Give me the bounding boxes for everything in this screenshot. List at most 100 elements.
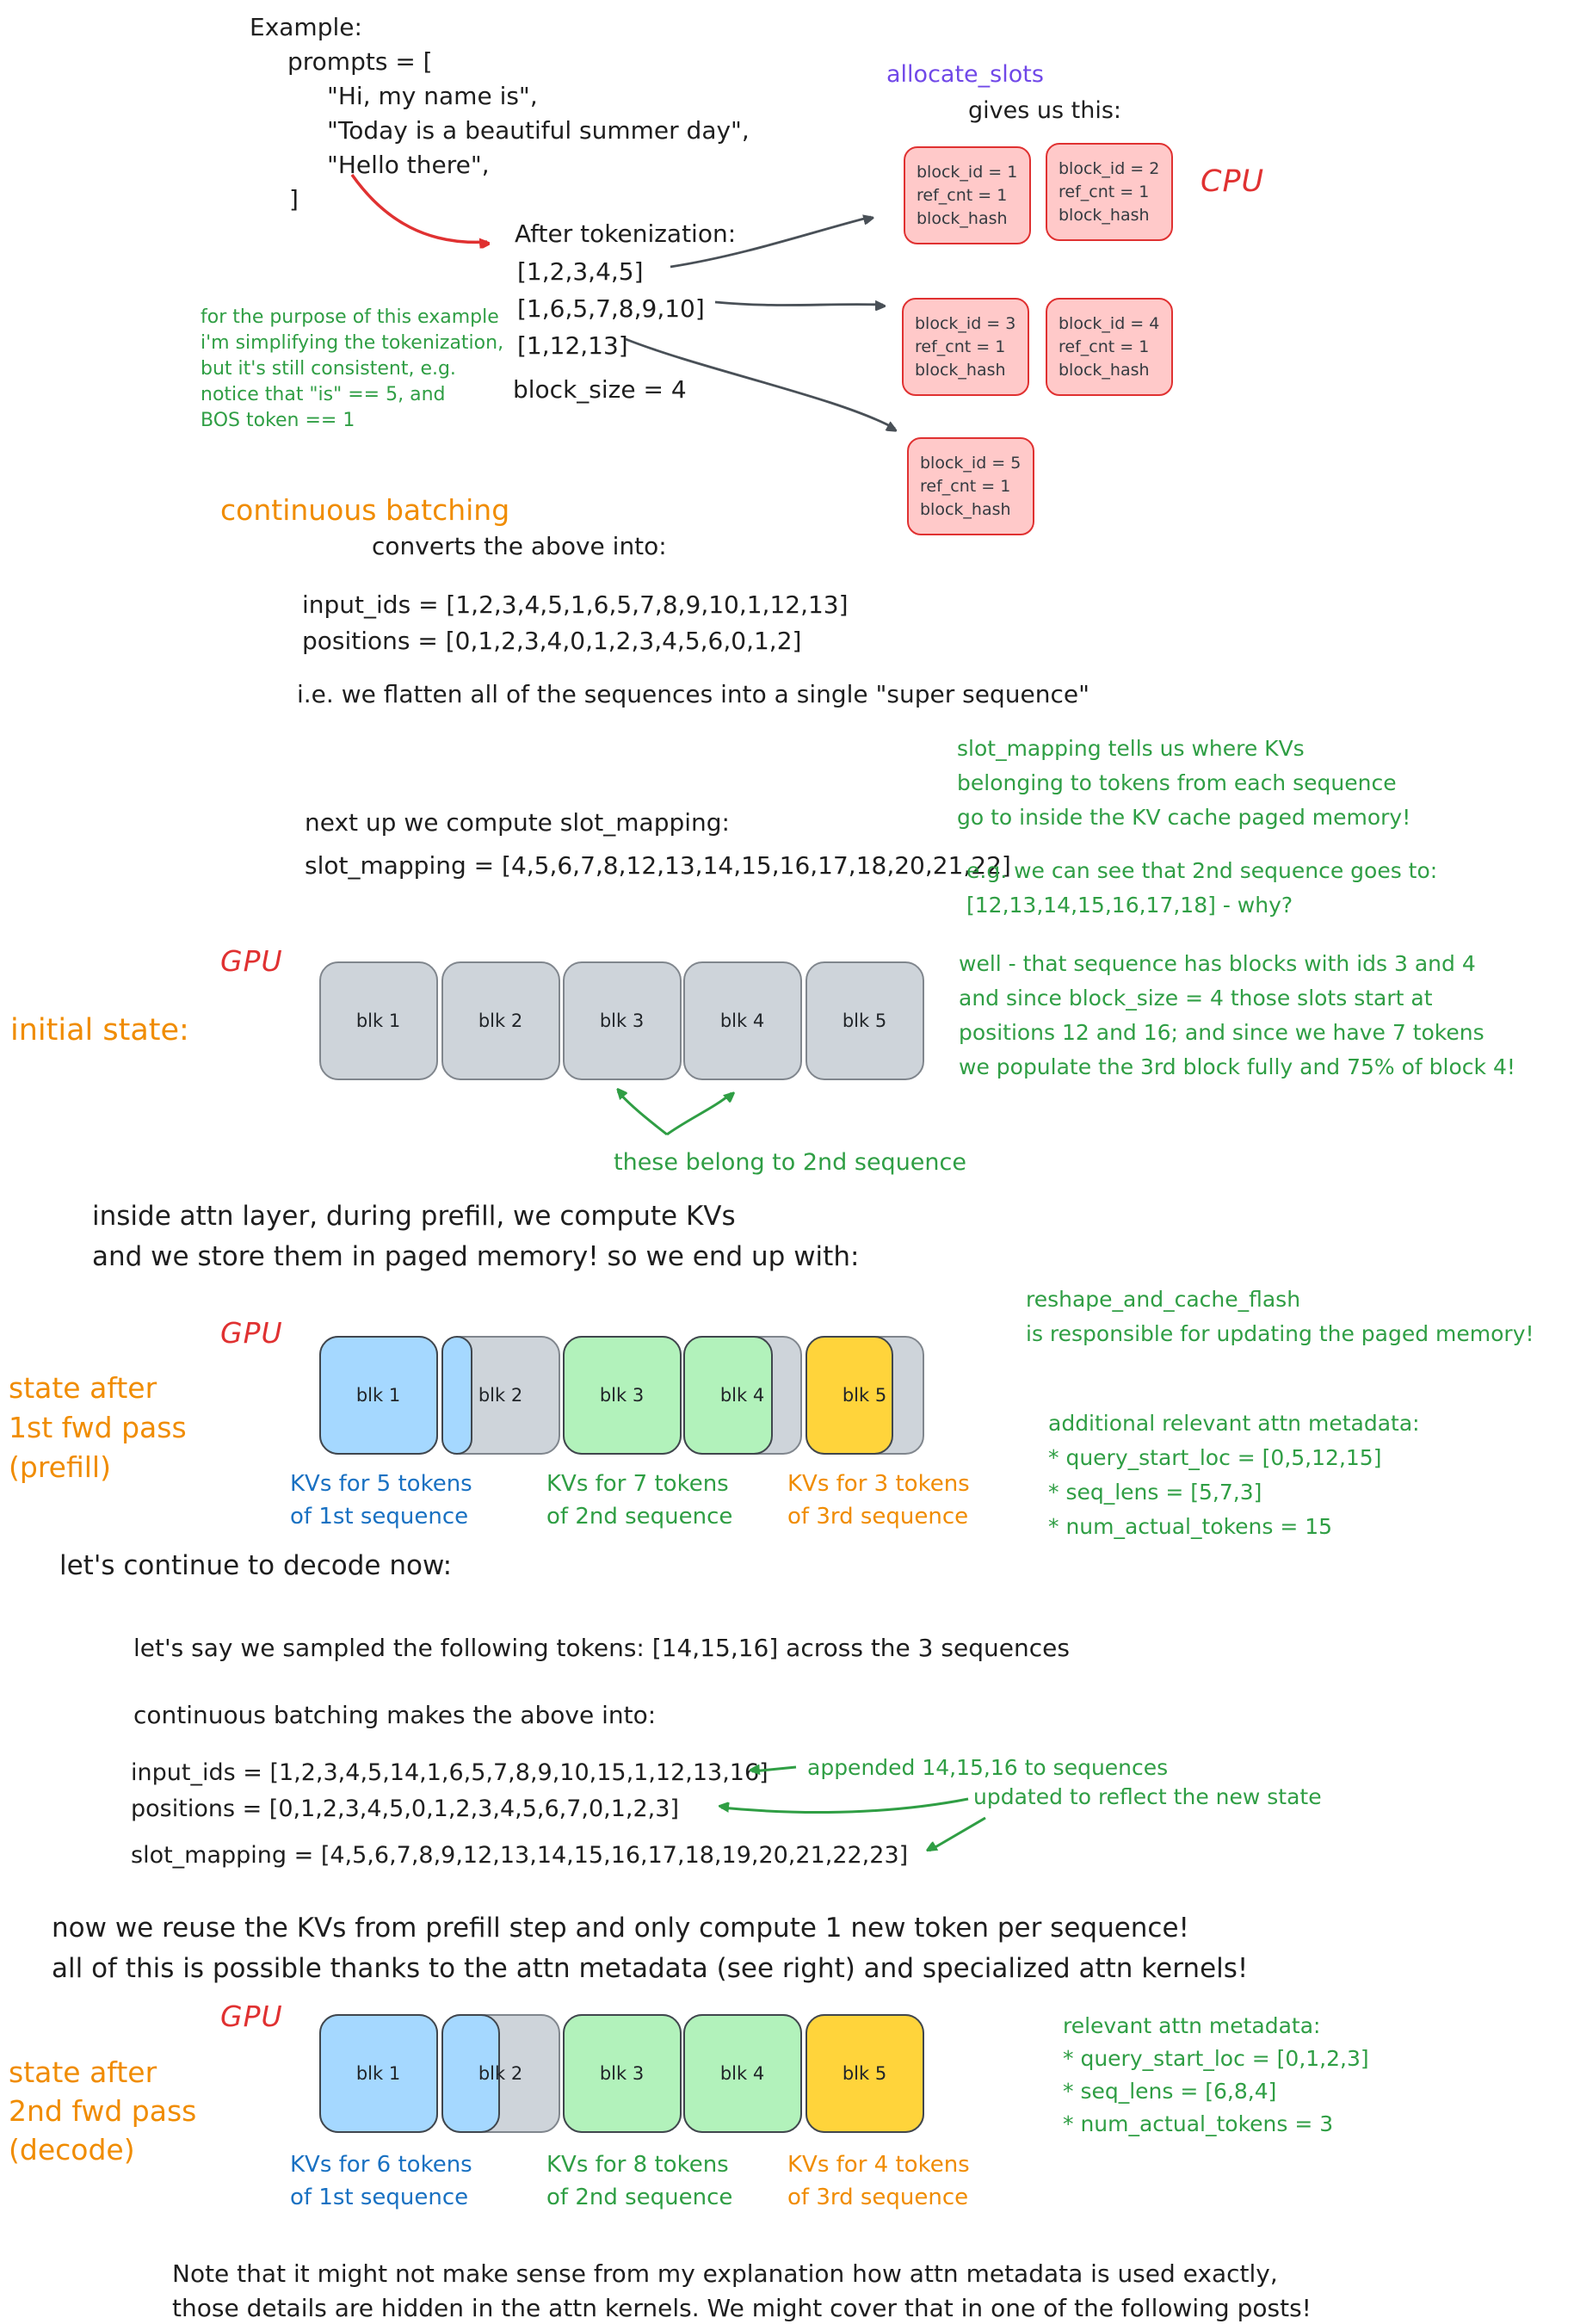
block-ref-cnt: ref_cnt = 1 (920, 476, 1011, 496)
why-note: well - that sequence has blocks with ids… (959, 947, 1515, 1085)
metadata-line: * seq_lens = [5,7,3] (1048, 1480, 1262, 1505)
block-ref-cnt: ref_cnt = 1 (1059, 182, 1150, 201)
arrow-seq2-to-cpu-blocks (714, 302, 883, 306)
kv-fill-seq2 (562, 1335, 682, 1455)
slot-mapping-intro: next up we compute slot_mapping: (305, 808, 730, 837)
cpu-block-4: block_id = 4 ref_cnt = 1 block_hash (1046, 298, 1173, 396)
decode-caption-seq1: KVs for 6 tokens of 1st sequence (290, 2148, 472, 2214)
note-line: positions 12 and 16; and since we have 7… (959, 1020, 1484, 1045)
metadata-line: * num_actual_tokens = 3 (1063, 2111, 1334, 2136)
decode-caption-seq2: KVs for 8 tokens of 2nd sequence (546, 2148, 732, 2214)
tokenization-side-note: for the purpose of this example i'm simp… (201, 305, 503, 434)
gpu-label-prefill: GPU (220, 1316, 283, 1350)
kv-fill-seq2 (562, 2013, 682, 2133)
cpu-label: CPU (1201, 164, 1265, 199)
note-line: we populate the 3rd block fully and 75% … (959, 1054, 1515, 1079)
block-size-note: block_size = 4 (513, 375, 687, 404)
footer-line: Note that it might not make sense from m… (172, 2259, 1278, 2288)
arrow-updated-to-positions (721, 1797, 969, 1814)
gpu-label-decode: GPU (220, 2000, 283, 2033)
caption-line: KVs for 7 tokens (546, 1471, 729, 1497)
intro-line: inside attn layer, during prefill, we co… (92, 1201, 736, 1232)
prefill-attn-metadata: additional relevant attn metadata: * que… (1048, 1406, 1420, 1544)
kv-fill-seq2-partial (682, 1335, 773, 1455)
footer-note: Note that it might not make sense from m… (172, 2257, 1312, 2324)
example-title: Example: (250, 13, 362, 41)
intro-line: and we store them in paged memory! so we… (92, 1241, 860, 1272)
metadata-line: * num_actual_tokens = 15 (1048, 1514, 1333, 1539)
block-id: block_id = 1 (917, 162, 1018, 182)
block-ref-cnt: ref_cnt = 1 (917, 185, 1008, 205)
decode-slot-mapping: slot_mapping = [4,5,6,7,8,9,12,13,14,15,… (131, 1842, 909, 1869)
tokenization-title: After tokenization: (515, 219, 737, 248)
gpu-block-prefill-1: blk 1 (318, 1335, 438, 1455)
continuous-batching-title: continuous batching (220, 493, 510, 527)
caption-line: of 1st sequence (290, 1504, 469, 1530)
note-line: well - that sequence has blocks with ids… (959, 951, 1476, 976)
gpu-block-decode-4: blk 4 (682, 2013, 802, 2133)
block-hash: block_hash (1059, 205, 1150, 225)
metadata-line: relevant attn metadata: (1063, 2013, 1321, 2038)
prefill-state-label: state after 1st fwd pass (prefill) (9, 1369, 187, 1487)
slot-mapping-explain: slot_mapping tells us where KVs belongin… (957, 732, 1410, 835)
state-line: state after (9, 2055, 157, 2089)
prompt-line-2: "Today is a beautiful summer day", (327, 116, 750, 145)
sampled-note: let's say we sampled the following token… (133, 1634, 1070, 1662)
allocate-slots-title: allocate_slots (886, 61, 1044, 88)
decode-batching-note: continuous batching makes the above into… (133, 1701, 657, 1729)
block-hash: block_hash (917, 208, 1008, 228)
flatten-note: i.e. we flatten all of the sequences int… (297, 680, 1089, 708)
metadata-line: * query_start_loc = [0,1,2,3] (1063, 2046, 1369, 2071)
note-line: e.g. we can see that 2nd sequence goes t… (966, 858, 1438, 883)
tokenized-seq-3: [1,12,13] (517, 331, 628, 360)
state-line: 2nd fwd pass (9, 2094, 197, 2128)
cpu-block-2: block_id = 2 ref_cnt = 1 block_hash (1046, 143, 1173, 241)
note-line: but it's still consistent, e.g. (201, 358, 456, 380)
gpu-block-decode-2: blk 2 (441, 2013, 560, 2133)
block-label: blk 5 (842, 1384, 887, 1406)
decode-heading: let's continue to decode now: (59, 1550, 453, 1581)
caption-line: KVs for 6 tokens (290, 2152, 472, 2178)
caption-line: of 3rd sequence (787, 1504, 969, 1530)
block-label: blk 3 (599, 1010, 645, 1031)
gpu-block-initial-3: blk 3 (563, 961, 682, 1080)
kv-fill-seq1-partial (441, 1335, 472, 1455)
block-label: blk 3 (599, 2062, 645, 2084)
block-label: blk 4 (719, 1384, 765, 1406)
gpu-block-initial-5: blk 5 (806, 961, 924, 1080)
gpu-block-decode-5: blk 5 (805, 2013, 924, 2133)
caption-line: KVs for 3 tokens (787, 1471, 970, 1497)
block-id: block_id = 2 (1059, 158, 1160, 178)
block-label: blk 1 (355, 2062, 401, 2084)
block-label: blk 5 (842, 1010, 887, 1031)
state-line: state after (9, 1371, 157, 1405)
prompts-open: prompts = [ (287, 47, 433, 76)
prefill-caption-seq3: KVs for 3 tokens of 3rd sequence (787, 1468, 970, 1533)
kv-fill-seq2 (682, 2013, 802, 2133)
example-code: Example: prompts = [ "Hi, my name is", "… (250, 10, 750, 217)
note-line: reshape_and_cache_flash (1026, 1287, 1301, 1312)
gpu-block-prefill-5: blk 5 (805, 1335, 924, 1455)
block-id: block_id = 3 (915, 313, 1016, 333)
kv-fill-seq1 (318, 2013, 438, 2133)
block-label: blk 4 (719, 1010, 765, 1031)
note-line: and since block_size = 4 those slots sta… (959, 986, 1433, 1011)
block-hash: block_hash (920, 499, 1011, 519)
block-id: block_id = 4 (1059, 313, 1160, 333)
state-line: (prefill) (9, 1450, 111, 1484)
gpu-block-decode-1: blk 1 (318, 2013, 438, 2133)
state-line: (decode) (9, 2133, 135, 2166)
block-id: block_id = 5 (920, 453, 1022, 473)
decode-input-ids: input_ids = [1,2,3,4,5,14,1,6,5,7,8,9,10… (131, 1759, 768, 1786)
caption-line: of 3rd sequence (787, 2185, 969, 2210)
slot-mapping-example: e.g. we can see that 2nd sequence goes t… (966, 854, 1437, 923)
gpu-block-initial-1: blk 1 (319, 961, 438, 1080)
continuous-batching-subtitle: converts the above into: (372, 532, 667, 560)
block-label: blk 4 (719, 2062, 765, 2084)
kv-fill-seq3-partial (805, 1335, 893, 1455)
arrow-updated-to-slot-mapping (929, 1816, 986, 1851)
block-label: blk 2 (478, 2062, 523, 2084)
block-hash: block_hash (1059, 360, 1150, 380)
positions-line: positions = [0,1,2,3,4,0,1,2,3,4,5,6,0,1… (302, 627, 802, 655)
allocate-subtitle: gives us this: (968, 97, 1122, 124)
